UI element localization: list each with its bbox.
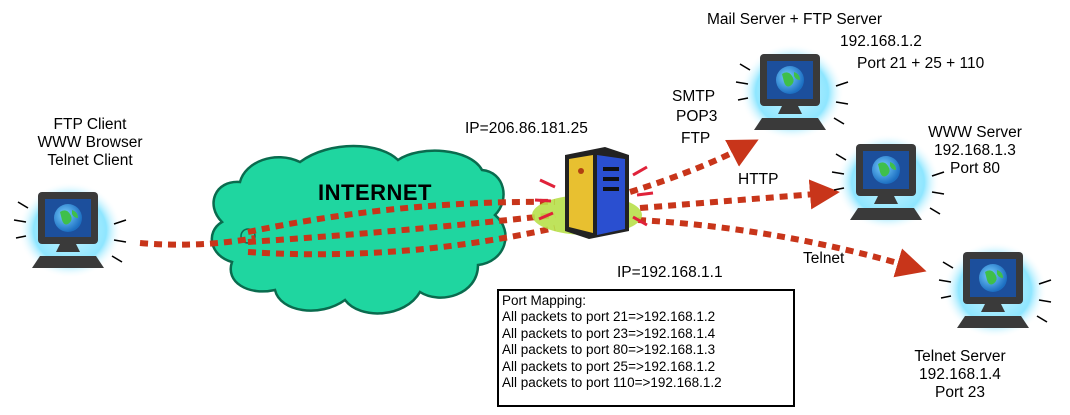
link-internet-router-3 bbox=[247, 225, 556, 258]
link-router-mail bbox=[629, 139, 759, 195]
mail-server-computer-icon bbox=[735, 43, 849, 141]
link-internet-router-1 bbox=[247, 198, 556, 235]
port-mapping-row: All packets to port 110=>192.168.1.2 bbox=[502, 375, 722, 390]
client-line-1: FTP Client bbox=[53, 116, 127, 133]
telnet-server-label: Telnet Server 192.168.1.4 Port 23 bbox=[900, 348, 1020, 402]
link-internet-router-2 bbox=[247, 212, 556, 245]
mail-server-ip: 192.168.1.2 bbox=[840, 33, 922, 50]
telnet-server-name: Telnet Server bbox=[914, 348, 1006, 365]
telnet-server-ports: Port 23 bbox=[935, 384, 985, 401]
internet-label: INTERNET bbox=[318, 180, 432, 205]
router-wan-ip: IP=206.86.181.25 bbox=[465, 120, 588, 137]
www-server-name: WWW Server bbox=[928, 124, 1022, 141]
port-mapping-row: All packets to port 21=>192.168.1.2 bbox=[502, 309, 716, 324]
telnet-server-computer-icon bbox=[938, 241, 1052, 339]
internet-cloud bbox=[210, 144, 507, 315]
mail-server-name: Mail Server + FTP Server bbox=[707, 11, 882, 28]
port-mapping-title: Port Mapping: bbox=[502, 293, 587, 308]
connection-lines bbox=[139, 139, 927, 278]
www-server-ports: Port 80 bbox=[950, 160, 1000, 177]
router-icon bbox=[532, 147, 654, 239]
www-server-label: WWW Server 192.168.1.3 Port 80 bbox=[910, 124, 1040, 178]
client-computer-icon bbox=[13, 181, 127, 279]
link-router-www bbox=[639, 179, 840, 211]
www-server-ip: 192.168.1.3 bbox=[934, 142, 1016, 159]
mail-server-ports: Port 21 + 25 + 110 bbox=[857, 55, 985, 72]
telnet-server-ip: 192.168.1.4 bbox=[919, 366, 1001, 383]
protocol-smtp: SMTP bbox=[672, 88, 716, 105]
port-mapping-box: Port Mapping: All packets to port 21=>19… bbox=[497, 289, 795, 407]
port-mapping-row: All packets to port 23=>192.168.1.4 bbox=[502, 325, 716, 341]
protocol-pop3: POP3 bbox=[676, 108, 718, 125]
client-line-3: Telnet Client bbox=[47, 152, 133, 169]
client-label: FTP Client WWW Browser Telnet Client bbox=[5, 116, 175, 170]
protocol-http: HTTP bbox=[738, 171, 779, 188]
port-mapping-row: All packets to port 80=>192.168.1.3 bbox=[502, 342, 716, 357]
protocol-telnet: Telnet bbox=[803, 250, 845, 267]
router-lan-ip: IP=192.168.1.1 bbox=[617, 264, 723, 281]
link-router-telnet bbox=[637, 217, 927, 278]
port-mapping-row: All packets to port 25=>192.168.1.2 bbox=[502, 358, 716, 374]
protocol-ftp: FTP bbox=[681, 130, 711, 147]
link-client-internet bbox=[139, 235, 256, 248]
client-line-2: WWW Browser bbox=[37, 134, 143, 151]
